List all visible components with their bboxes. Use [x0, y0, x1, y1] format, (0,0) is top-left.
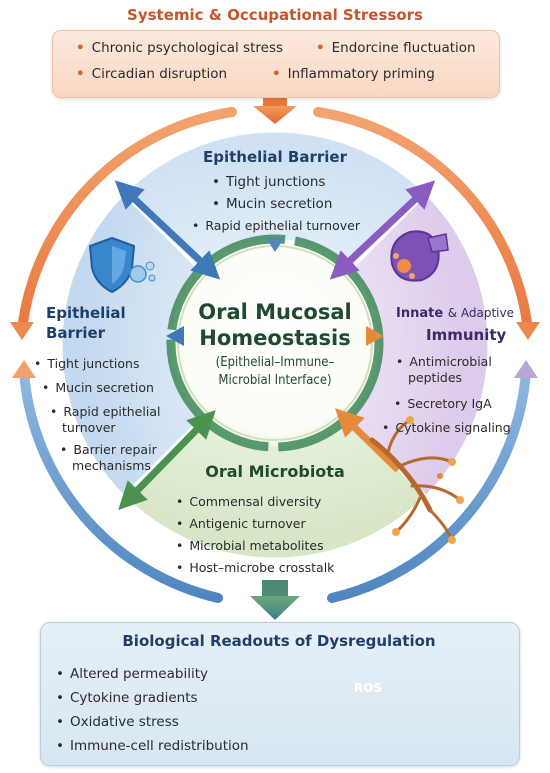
microbiota-item: Microbial metabolites [176, 538, 323, 553]
left-barrier-item: Barrier repair [60, 442, 156, 457]
immune-cell-icon [390, 230, 449, 282]
center-subtitle-line2: Microbial Interface) [218, 373, 332, 388]
microbiota-item: Antigenic turnover [176, 516, 305, 531]
top-barrier-item: Mucin secretion [212, 196, 332, 212]
stressor-item: Endorcine fluctuation [316, 40, 476, 56]
center-title: Oral Mucosal [198, 300, 352, 324]
immunity-title-line2: Immunity [426, 326, 507, 344]
immunity-title: Innate & Adaptive [396, 306, 514, 321]
left-barrier-item-cont: turnover [62, 420, 116, 435]
left-barrier-item-cont: mechanisms [72, 458, 151, 473]
microbiota-item: Commensal diversity [176, 494, 321, 509]
connector-arrows [114, 180, 436, 511]
stressor-down-arrow [253, 97, 297, 124]
stressor-item: Chronic psychological stress [76, 40, 283, 56]
stressors-title: Systemic & Occupational Stressors [127, 6, 423, 24]
center-subtitle: (Epithelial–Immune– [215, 355, 335, 370]
left-barrier-title-line2: Barrier [46, 324, 106, 342]
immunity-title-adaptive: & Adaptive [447, 306, 514, 320]
left-barrier-item: Mucin secretion [42, 380, 154, 395]
center-title-line2: Homeostasis [199, 326, 351, 350]
readout-item: Altered permeability [56, 666, 208, 682]
left-barrier-title: Epithelial [46, 304, 126, 322]
readout-item: Oxidative stress [56, 714, 179, 730]
top-barrier-item: Rapid epithelial turnover [192, 218, 360, 233]
top-barrier-item: Tight junctions [212, 174, 325, 190]
ros-label: ROS [353, 681, 383, 695]
readout-item: Cytokine gradients [56, 690, 198, 706]
outer-feedback-arcs [12, 360, 538, 603]
microbiota-item: Host–microbe crosstalk [176, 560, 334, 575]
immunity-item: Antimicrobial [396, 354, 491, 369]
readout-down-arrow [250, 580, 300, 620]
immunity-item: Secretory IgA [394, 396, 491, 411]
left-barrier-item: Rapid epithelial [50, 404, 160, 419]
stressor-item: Inflammatory priming [272, 66, 435, 82]
left-barrier-item: Tight junctions [34, 356, 139, 371]
readouts-title: Biological Readouts of Dysregulation [122, 632, 436, 650]
outer-stressor-arcs [10, 107, 540, 340]
microbiota-title: Oral Microbiota [205, 462, 345, 481]
immunity-item-cont: peptides [408, 370, 463, 385]
immunity-title-innate: Innate [396, 306, 444, 321]
top-barrier-title: Epithelial Barrier [203, 148, 347, 166]
shield-icon [88, 236, 156, 294]
stressor-item: Circadian disruption [76, 66, 227, 82]
readout-item: Immune-cell redistribution [56, 738, 249, 754]
immunity-item: Cytokine signaling [382, 420, 510, 435]
